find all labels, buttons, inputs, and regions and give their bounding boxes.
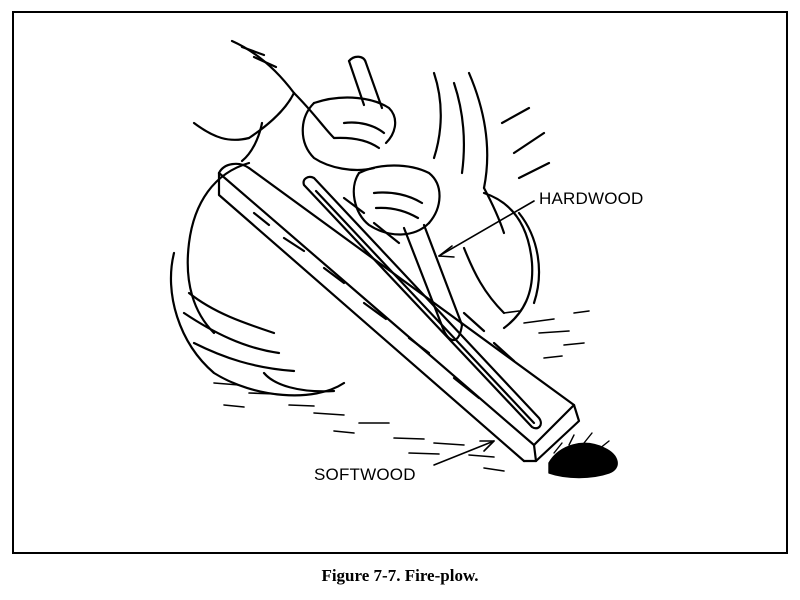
hardwood-label: HARDWOOD bbox=[539, 189, 644, 208]
hands-drawing bbox=[301, 96, 441, 236]
left-knee-drawing bbox=[169, 161, 346, 397]
softwood-leader-arrow bbox=[433, 440, 495, 466]
right-knee-drawing bbox=[462, 191, 541, 330]
figure-frame: HARDWOOD SOFTWOOD bbox=[12, 11, 788, 554]
figure-caption: Figure 7-7. Fire-plow. bbox=[321, 566, 479, 585]
hardwood-stick-drawing bbox=[347, 55, 464, 342]
arms-drawing bbox=[192, 39, 551, 235]
tinder-pile-drawing bbox=[548, 432, 618, 479]
ground-texture-drawing bbox=[213, 310, 590, 472]
softwood-label: SOFTWOOD bbox=[314, 465, 416, 484]
fire-plow-illustration bbox=[169, 39, 618, 479]
softwood-board-drawing bbox=[217, 162, 581, 463]
hardwood-leader-arrow bbox=[438, 200, 535, 258]
